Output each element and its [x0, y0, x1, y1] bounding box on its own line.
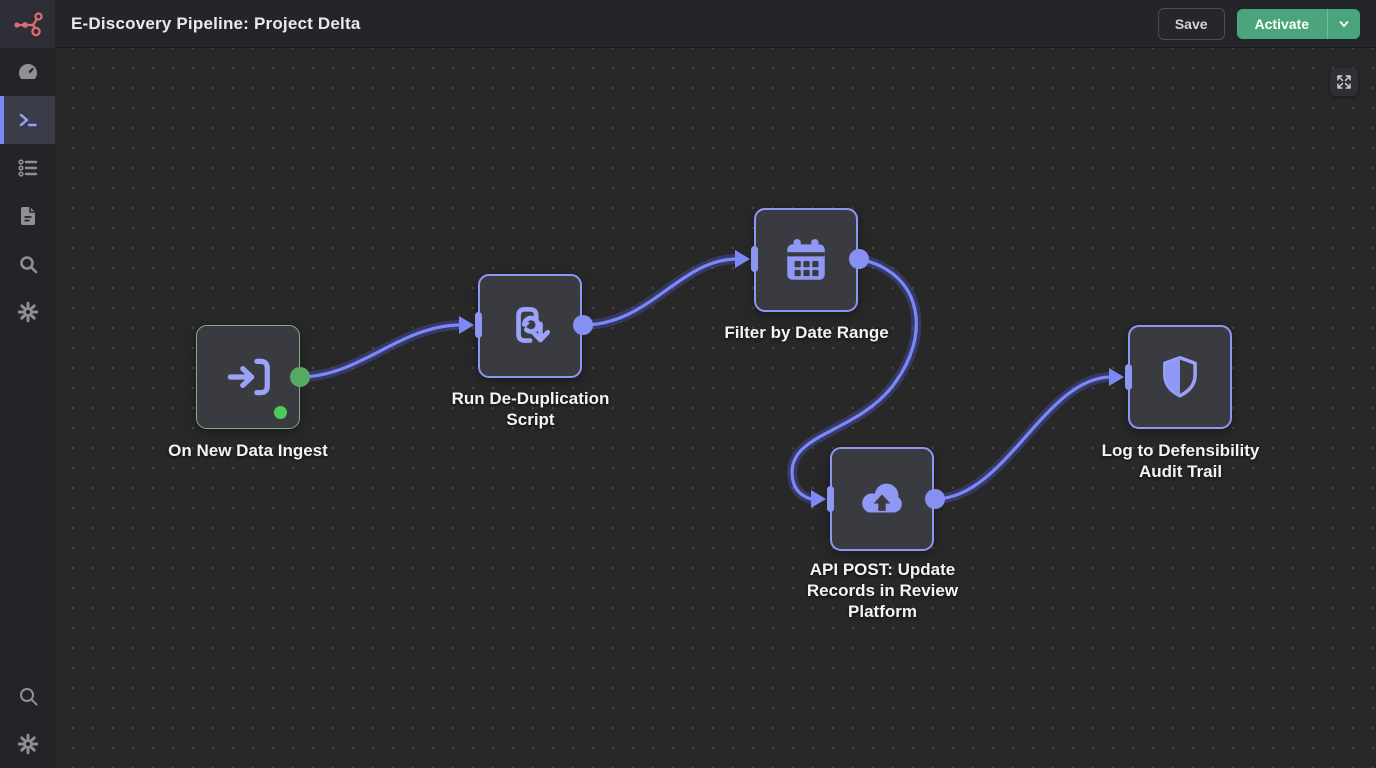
node-label: Run De-Duplication Script: [451, 389, 610, 429]
node-label: Filter by Date Range: [724, 323, 889, 342]
node-label: On New Data Ingest: [168, 441, 328, 460]
workflow-title: E-Discovery Pipeline: Project Delta: [71, 13, 361, 33]
sidebar-item-settings[interactable]: [0, 288, 55, 336]
arrowhead-icon: [735, 250, 750, 268]
activate-split-button: Activate: [1236, 8, 1360, 39]
activate-button[interactable]: Activate: [1236, 8, 1327, 39]
node-run-de-duplication-script[interactable]: [478, 274, 582, 378]
sidebar-item-settings-bottom[interactable]: [0, 720, 55, 768]
sidebar-spacer: [0, 336, 55, 672]
arrowhead-icon: [459, 316, 474, 334]
calendar-icon: [787, 239, 825, 280]
sidebar-item-executions[interactable]: [0, 144, 55, 192]
save-button[interactable]: Save: [1157, 7, 1225, 40]
ingest-arrow-icon: [227, 358, 270, 396]
search-icon: [19, 256, 37, 274]
wire-dedup-to-filter[interactable]: [581, 257, 739, 327]
node-on-new-data-ingest[interactable]: [196, 325, 300, 429]
shield-icon: [1163, 355, 1197, 398]
activate-caret-button[interactable]: [1327, 8, 1360, 39]
fit-view-button[interactable]: [1330, 68, 1358, 96]
list-icon: [17, 159, 37, 177]
sidebar-item-search-bottom[interactable]: [0, 672, 55, 720]
gauge-icon: [18, 64, 37, 79]
cloud-upload-icon: [862, 483, 902, 513]
arrowhead-icon: [1109, 368, 1124, 386]
search-icon: [19, 688, 37, 706]
node-api-post-update-records[interactable]: [830, 447, 934, 551]
node-label: API POST: Update Records in Review Platf…: [806, 560, 959, 621]
chevron-down-icon: [1339, 20, 1349, 27]
gear-icon: [17, 733, 38, 755]
app-logo[interactable]: [0, 0, 55, 48]
gear-icon: [17, 301, 38, 323]
sidebar-item-workflow[interactable]: [0, 96, 55, 144]
dedup-sync-icon: [516, 306, 551, 343]
document-icon: [20, 207, 35, 225]
node-filter-by-date-range[interactable]: [754, 208, 858, 312]
node-graph-logo-icon: [13, 11, 43, 36]
sidebar-item-documents[interactable]: [0, 192, 55, 240]
sidebar-item-overview[interactable]: [0, 48, 55, 96]
terminal-icon: [19, 113, 37, 127]
sidebar-item-search[interactable]: [0, 240, 55, 288]
top-bar: E-Discovery Pipeline: Project Delta Save…: [0, 0, 1376, 48]
arrowhead-icon: [811, 490, 826, 508]
wire-ingest-to-dedup[interactable]: [298, 323, 463, 379]
expand-arrows-icon: [1337, 75, 1351, 89]
workflow-canvas[interactable]: On New Data Ingest Run De-Duplication Sc…: [55, 48, 1376, 768]
left-sidebar: [0, 48, 55, 768]
node-log-to-defensibility-audit-trail[interactable]: [1128, 325, 1232, 429]
success-status-dot: [274, 406, 287, 419]
node-label: Log to Defensibility Audit Trail: [1101, 441, 1260, 481]
